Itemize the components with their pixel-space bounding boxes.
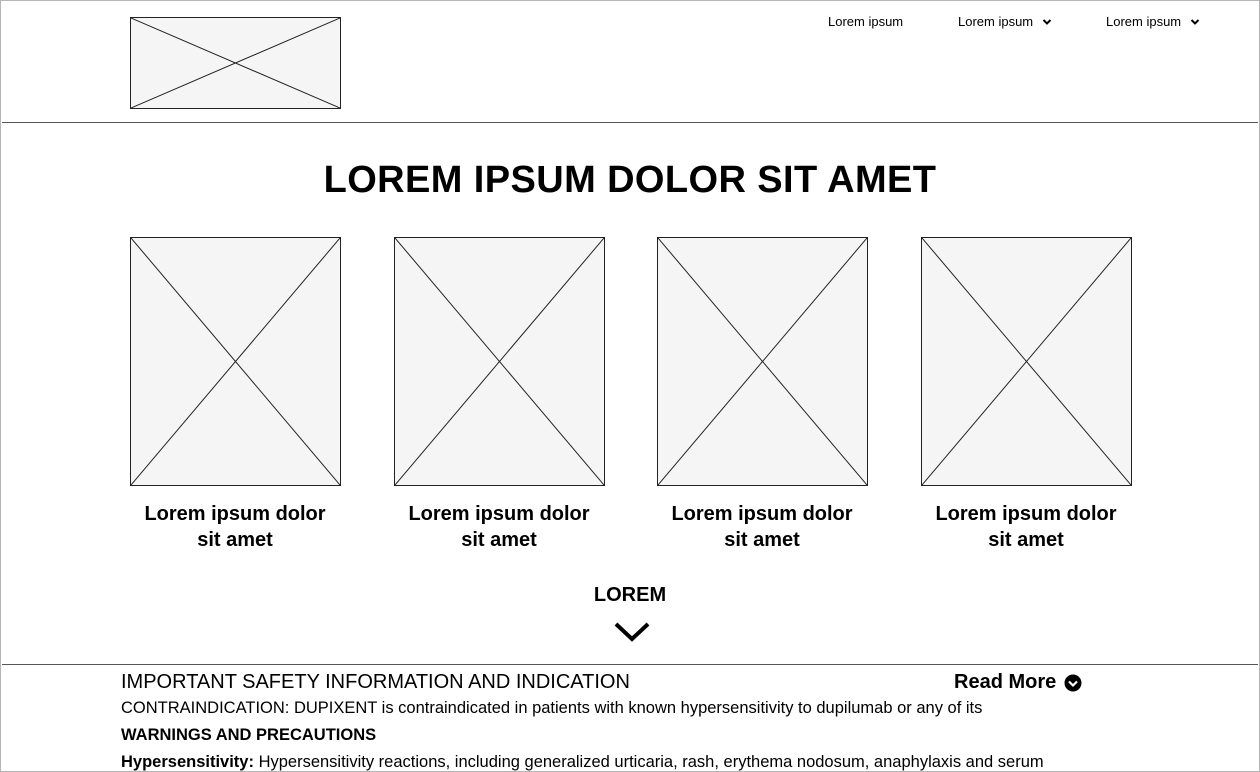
placeholder-cross-icon bbox=[922, 238, 1131, 485]
card-image-placeholder[interactable] bbox=[657, 237, 868, 486]
read-more-label: Read More bbox=[954, 671, 1057, 693]
card-caption-line: Lorem ipsum dolor bbox=[935, 503, 1117, 525]
card-image-placeholder[interactable] bbox=[130, 237, 341, 486]
placeholder-cross-icon bbox=[658, 238, 867, 485]
card-caption-line: sit amet bbox=[197, 529, 273, 551]
read-more-button[interactable]: Read More bbox=[954, 671, 1082, 694]
chevron-down-icon[interactable] bbox=[613, 619, 651, 643]
nav-item-label: Lorem ipsum bbox=[828, 14, 904, 29]
card-caption-line: sit amet bbox=[461, 529, 537, 551]
card-caption[interactable]: Lorem ipsum dolor sit amet bbox=[379, 501, 619, 553]
card-caption-line: Lorem ipsum dolor bbox=[408, 503, 590, 525]
isi-title: IMPORTANT SAFETY INFORMATION AND INDICAT… bbox=[121, 671, 630, 693]
nav-item-3-dropdown[interactable]: Lorem ipsum bbox=[1106, 14, 1200, 29]
warnings-heading: WARNINGS AND PRECAUTIONS bbox=[121, 726, 377, 744]
logo-image-placeholder[interactable] bbox=[130, 17, 341, 109]
scroll-more-label[interactable]: LOREM bbox=[593, 584, 667, 606]
card-caption-line: Lorem ipsum dolor bbox=[671, 503, 853, 525]
chevron-circle-down-icon bbox=[1064, 674, 1082, 691]
nav-item-label: Lorem ipsum bbox=[958, 14, 1034, 29]
placeholder-cross-icon bbox=[131, 238, 340, 485]
card-caption-line: sit amet bbox=[988, 529, 1064, 551]
card-image-placeholder[interactable] bbox=[394, 237, 605, 486]
isi-divider bbox=[2, 664, 1258, 665]
card-caption-line: sit amet bbox=[724, 529, 800, 551]
page-title: LOREM IPSUM DOLOR SIT AMET bbox=[323, 159, 937, 201]
placeholder-cross-icon bbox=[395, 238, 604, 485]
contraindication-text: CONTRAINDICATION: DUPIXENT is contraindi… bbox=[121, 699, 983, 717]
card-caption-line: Lorem ipsum dolor bbox=[144, 503, 326, 525]
card-caption[interactable]: Lorem ipsum dolor sit amet bbox=[115, 501, 355, 553]
hypersensitivity-paragraph: Hypersensitivity: Hypersensitivity react… bbox=[121, 753, 1044, 771]
header-divider bbox=[2, 122, 1258, 123]
chevron-down-icon bbox=[1190, 18, 1200, 25]
nav-item-1[interactable]: Lorem ipsum bbox=[828, 14, 903, 29]
hypersensitivity-text: Hypersensitivity reactions, including ge… bbox=[258, 753, 1044, 771]
nav-item-label: Lorem ipsum bbox=[1106, 14, 1182, 29]
placeholder-cross-icon bbox=[131, 18, 340, 108]
nav-item-2-dropdown[interactable]: Lorem ipsum bbox=[958, 14, 1052, 29]
hypersensitivity-label: Hypersensitivity: bbox=[121, 753, 254, 771]
card-image-placeholder[interactable] bbox=[921, 237, 1132, 486]
card-caption[interactable]: Lorem ipsum dolor sit amet bbox=[642, 501, 882, 553]
card-caption[interactable]: Lorem ipsum dolor sit amet bbox=[906, 501, 1146, 553]
chevron-down-icon bbox=[1042, 18, 1052, 25]
